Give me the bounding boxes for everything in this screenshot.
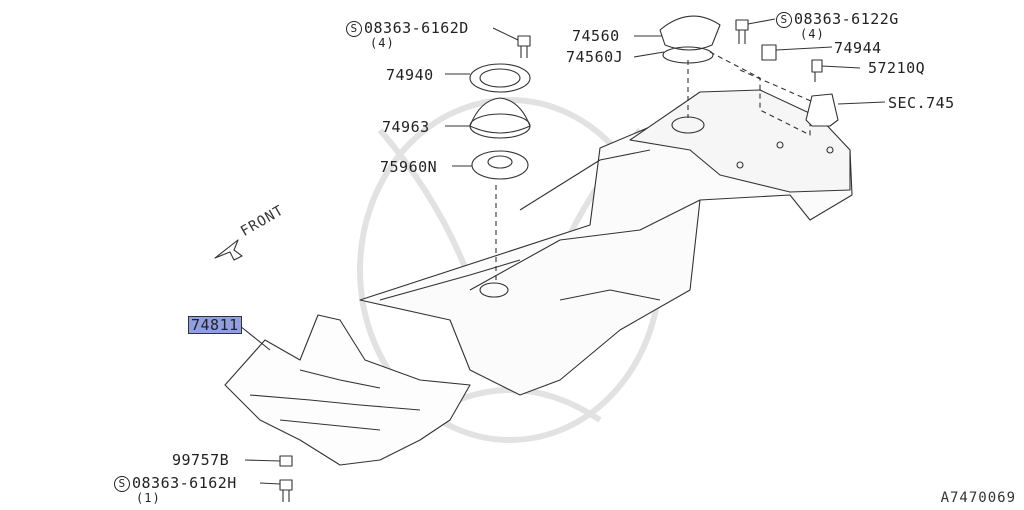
under-cover-ribs bbox=[249, 369, 421, 431]
s-mark-icon: S bbox=[346, 21, 362, 37]
part-label-74944[interactable]: 74944 bbox=[834, 39, 882, 57]
rear-floor-panel bbox=[629, 89, 851, 193]
bolt-6162d bbox=[517, 35, 531, 58]
s-mark-icon: S bbox=[776, 12, 792, 28]
floor-rib-left bbox=[379, 259, 521, 301]
part-label-74963[interactable]: 74963 bbox=[382, 118, 430, 136]
nut-99757b bbox=[279, 455, 293, 467]
clip-57210q bbox=[811, 59, 823, 82]
part-label-57210q[interactable]: 57210Q bbox=[868, 59, 926, 77]
part-label-74940[interactable]: 74940 bbox=[386, 66, 434, 84]
floor-hole bbox=[736, 161, 744, 169]
bolt-6162h bbox=[279, 479, 293, 502]
assembly-guide-lines bbox=[495, 51, 821, 282]
s-mark-icon: S bbox=[114, 476, 130, 492]
diagram-id: A7470069 bbox=[940, 490, 1016, 506]
front-arrow-icon bbox=[214, 239, 243, 261]
under-cover bbox=[224, 314, 471, 466]
boot-74560 bbox=[659, 15, 721, 64]
part-label-75960n[interactable]: 75960N bbox=[380, 158, 438, 176]
shift-boot-stack bbox=[469, 63, 531, 180]
floor-rib-right bbox=[559, 289, 661, 301]
part-qty-08363-6122g: (4) bbox=[800, 27, 825, 41]
floor-hole bbox=[826, 146, 834, 154]
part-label-74811[interactable]: 74811 bbox=[188, 316, 242, 334]
part-label-sec745[interactable]: SEC.745 bbox=[888, 94, 955, 112]
part-qty-08363-6162d: (4) bbox=[370, 36, 395, 50]
mount-sec745 bbox=[805, 93, 839, 127]
floor-hole bbox=[479, 282, 509, 298]
floor-hole bbox=[776, 141, 784, 149]
bolt-6122g bbox=[735, 19, 749, 44]
part-label-74560j[interactable]: 74560J bbox=[566, 48, 624, 66]
tunnel-line bbox=[469, 149, 701, 291]
part-label-99757b[interactable]: 99757B bbox=[172, 451, 230, 469]
part-qty-08363-6162h: (1) bbox=[136, 491, 161, 505]
part-label-74560[interactable]: 74560 bbox=[572, 27, 620, 45]
leader-lines bbox=[239, 18, 886, 485]
bushing-74944 bbox=[761, 44, 777, 61]
